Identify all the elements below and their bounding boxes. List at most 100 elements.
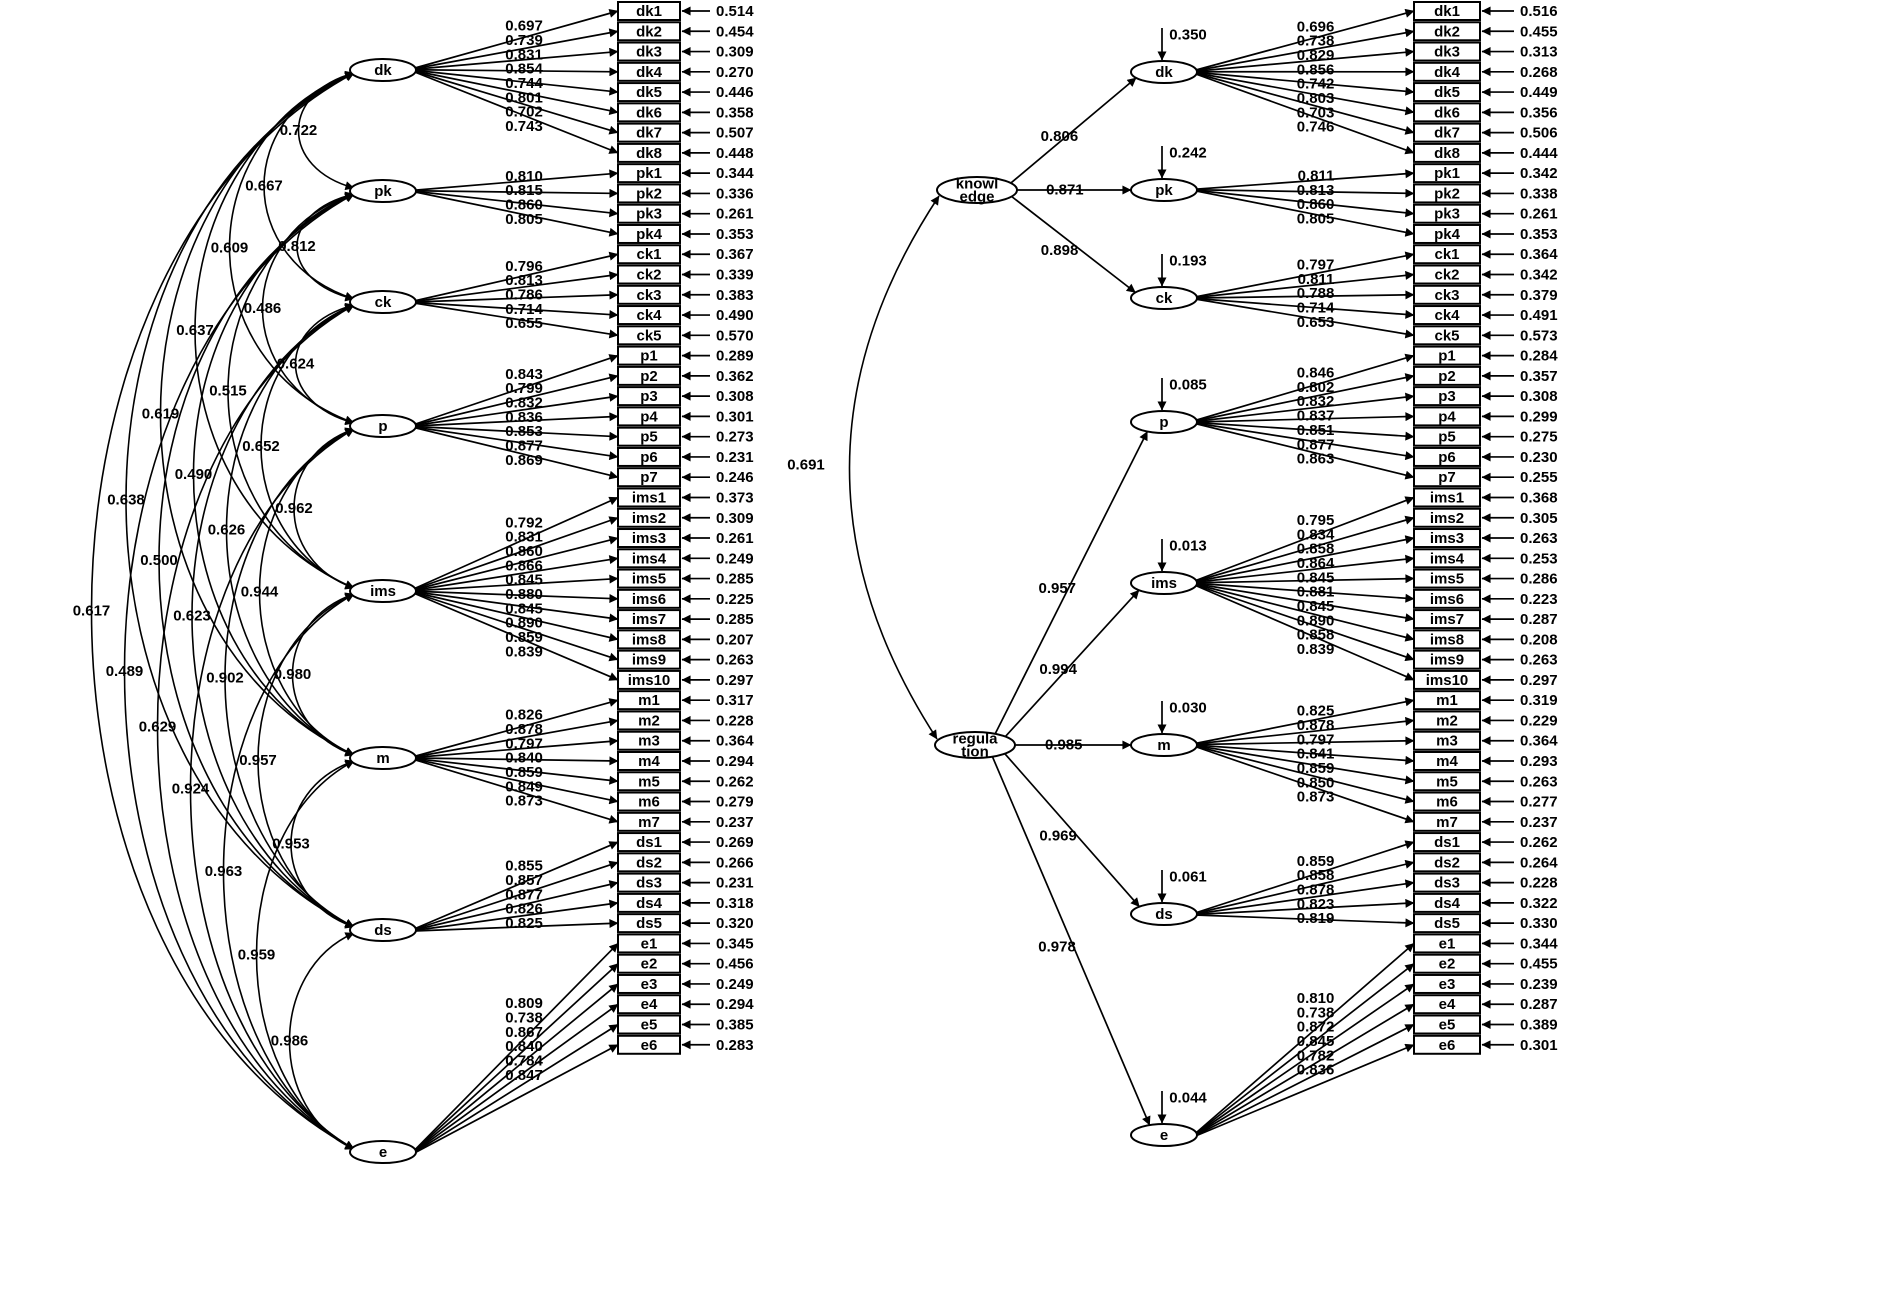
left-covariance-m-e [255,760,355,1150]
right-loading-path-dk3 [1194,47,1415,73]
left-covariance-ck-p [294,302,355,426]
right-indicator-box-ck2 [1413,264,1481,285]
right-loading-label-e4: 0.845 [1297,1033,1335,1050]
right-residual-value-e: 0.044 [1169,1090,1207,1107]
right-indicator-label-dk4: dk4 [1434,64,1461,81]
right-indicator-box-dk2 [1413,21,1481,42]
right-indicator-box-m7 [1413,811,1481,832]
left-indicator-box-m3 [617,730,681,751]
right-indicator-label-dk3: dk3 [1434,44,1460,61]
left-loading-path-ck4 [413,301,619,320]
left-indicator-label-ims10: ims10 [628,672,671,689]
right-error-value-ims3: 0.263 [1520,530,1558,547]
right-loading-path-ims3 [1194,535,1415,583]
left-indicator-box-pk2 [617,183,681,204]
left-error-value-e5: 0.385 [716,1017,754,1034]
right-loading-path-e4 [1194,1003,1415,1136]
left-loading-path-p7 [413,426,619,480]
left-loading-label-m6: 0.849 [505,778,543,795]
right-loading-path-ims1 [1194,496,1415,582]
right-residual-value-ck: 0.193 [1169,253,1207,270]
right-error-value-ds3: 0.228 [1520,875,1558,892]
left-covariance-dk-ds [125,72,355,928]
right-loading-path-ims10 [1194,584,1415,681]
right-loading-label-m2: 0.878 [1297,717,1335,734]
right-factor-label-ck: ck [1156,290,1173,307]
right-loading-path-m6 [1194,745,1415,804]
right-loading-path-m7 [1194,745,1415,824]
right-indicator-box-ck5 [1413,325,1481,346]
left-loading-path-p3 [413,392,619,427]
left-indicator-box-e1 [617,933,681,954]
left-covariance-label-p-ds: 0.902 [206,670,244,687]
left-covariance-pk-p [261,192,355,425]
right-error-value-ck1: 0.364 [1520,246,1558,263]
right-indicator-label-ims7: ims7 [1430,611,1464,628]
right-indicator-box-dk4 [1413,61,1481,82]
right-loading-path-ims4 [1194,554,1415,584]
right-loading-label-p3: 0.832 [1297,393,1335,410]
left-loading-label-dk5: 0.744 [505,75,543,92]
left-indicator-box-dk6 [617,102,681,123]
right-loading-label-m7: 0.873 [1297,789,1335,806]
right-error-value-e4: 0.287 [1520,996,1558,1013]
left-indicator-box-m5 [617,771,681,792]
left-factor-dk [349,58,417,82]
right-loading-path-dk1 [1194,8,1415,72]
left-indicator-label-m5: m5 [638,773,660,790]
right-loading-path-p7 [1194,422,1415,480]
right-loading-label-pk1: 0.811 [1298,167,1335,184]
left-indicator-box-p3 [617,386,681,407]
left-loading-label-ds1: 0.855 [505,858,543,875]
left-error-value-m6: 0.279 [716,794,754,811]
left-error-value-ck5: 0.570 [716,327,754,344]
right-indicator-label-p2: p2 [1438,368,1456,385]
left-loading-label-e3: 0.867 [505,1024,543,1041]
right-loading-label-ck3: 0.788 [1297,285,1335,302]
right-error-value-ims7: 0.287 [1520,611,1558,628]
left-indicator-label-p4: p4 [640,408,658,425]
left-indicator-box-m7 [617,811,681,832]
left-error-value-e2: 0.456 [716,956,754,973]
right-indicator-box-ims3 [1413,528,1481,549]
left-loading-path-p2 [413,373,619,426]
left-indicator-box-ds2 [617,852,681,873]
left-covariance-label-pk-ims: 0.515 [209,383,247,400]
left-loading-path-ds1 [413,841,619,930]
right-factor-pk [1130,178,1198,202]
left-loading-path-ims10 [413,592,619,681]
left-indicator-box-ds3 [617,872,681,893]
left-covariance-ck-m [225,304,355,756]
left-covariance-label-dk-ds: 0.638 [107,492,145,509]
left-error-value-p4: 0.301 [716,408,754,425]
left-error-value-ck1: 0.367 [716,246,754,263]
right-error-value-m3: 0.364 [1520,733,1558,750]
right-indicator-label-ims1: ims1 [1430,489,1464,506]
right-structural-path-p [994,431,1149,735]
left-loading-path-ds5 [413,918,619,932]
right-loading-path-p4 [1194,412,1415,423]
left-indicator-label-ds4: ds4 [636,895,663,912]
right-indicator-box-e3 [1413,973,1481,994]
right-loading-path-ck1 [1194,251,1415,298]
left-error-value-ds2: 0.266 [716,854,754,871]
left-error-value-ims5: 0.285 [716,571,754,588]
left-factor-label-m: m [376,750,389,767]
left-indicator-box-dk4 [617,61,681,82]
right-error-value-pk3: 0.261 [1520,206,1558,223]
right-residual-value-pk: 0.242 [1169,145,1207,162]
right-error-value-dk6: 0.356 [1520,104,1558,121]
left-error-value-ds4: 0.318 [716,895,754,912]
left-covariance-dk-e [90,72,355,1150]
left-indicator-label-p1: p1 [640,348,658,365]
left-loading-path-m7 [413,758,619,824]
left-indicator-label-ds2: ds2 [636,854,662,871]
right-structural-path-ck [1011,195,1136,294]
left-error-value-p7: 0.246 [716,469,754,486]
right-error-value-ck4: 0.491 [1520,307,1558,324]
left-factor-label-dk: dk [374,62,392,79]
left-loading-path-ck5 [413,302,619,339]
left-indicator-label-pk3: pk3 [636,206,662,223]
right-indicator-box-dk1 [1413,1,1481,21]
left-covariance-pk-ck [296,191,355,302]
